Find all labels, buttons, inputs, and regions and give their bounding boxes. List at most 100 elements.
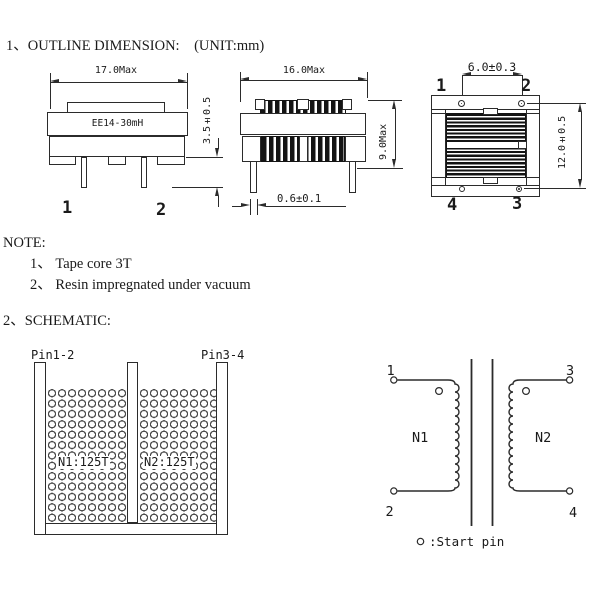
arrow-right-icon: [358, 77, 367, 82]
bobbin-center-divider: [299, 136, 308, 162]
dimension-line: [395, 109, 396, 160]
arrow-up-icon: [578, 103, 583, 112]
side-height-dimension: 9.0Max: [378, 123, 389, 160]
pin-diameter-dimension: 0.6±0.1: [277, 193, 322, 205]
bobbin-base: [45, 523, 217, 535]
pin-number: 3: [512, 194, 523, 214]
arrow-down-icon: [215, 148, 220, 157]
extension-line: [250, 199, 251, 215]
pin-seat-block: [242, 136, 261, 162]
bobbin-center-tab: [297, 99, 309, 110]
winding2-turns-label: N2:125T: [143, 455, 196, 470]
bobbin-notch: [518, 141, 527, 149]
extension-line: [462, 75, 463, 98]
pin: [250, 161, 257, 193]
pin-number: 4: [447, 195, 458, 215]
dimension-line: [240, 80, 367, 81]
extension-line: [527, 103, 586, 104]
pin: [349, 161, 356, 193]
pin-number: 2: [521, 76, 532, 96]
bobbin-wall-right: [216, 362, 228, 535]
dimension-line: [266, 206, 346, 207]
extension-line: [240, 72, 241, 102]
side-width-dimension: 16.0Max: [282, 65, 326, 76]
bobbin-tab: [255, 99, 265, 110]
arrow-right-icon: [178, 79, 187, 84]
bobbin-wall-left: [34, 362, 46, 535]
arrow-right-icon: [513, 72, 522, 77]
extension-line: [367, 72, 368, 98]
side-flange-line: [526, 177, 540, 178]
side-flange-line: [526, 113, 540, 114]
arrow-up-icon: [215, 187, 220, 196]
pin-number: 1: [436, 76, 447, 96]
row-pitch-dimension: 12.0±0.5: [557, 115, 568, 169]
arrow-left-icon: [240, 77, 249, 82]
terminal-number: 2: [386, 504, 394, 520]
side-flange-line: [431, 113, 445, 114]
bobbin-tab: [483, 108, 498, 115]
base-foot: [157, 156, 185, 165]
outline-section-title: 1、OUTLINE DIMENSION: (UNIT:mm): [6, 38, 265, 54]
winding1-turns-label: N1:125T: [57, 455, 110, 470]
winding2-coil: [508, 379, 566, 492]
arrow-down-icon: [578, 179, 583, 188]
note-item: 1、 Tape core 3T: [30, 256, 132, 272]
note-item: 2、 Resin impregnated under vacuum: [30, 277, 251, 293]
circuit-schematic: 1 2 3 4 N1 N2 :Start pin: [386, 359, 577, 549]
extension-line: [524, 188, 586, 189]
start-pin-icon: [435, 387, 444, 396]
terminal-circle: [565, 487, 574, 495]
pin: [81, 157, 87, 188]
terminal-number: 1: [387, 363, 395, 379]
arrow-left-icon: [50, 79, 59, 84]
base-foot: [108, 156, 126, 165]
extension-line: [357, 168, 403, 169]
pin-hole: [516, 186, 522, 192]
terminal-number: 4: [569, 505, 577, 521]
arrow-left-icon: [257, 203, 266, 208]
pin-hole: [459, 186, 465, 192]
side-flange-line: [431, 177, 445, 178]
body-lower-section: [49, 136, 185, 157]
winding2-name: N2: [535, 430, 551, 446]
terminal-circle: [390, 487, 398, 495]
pin-pitch-dimension: 6.0±0.3: [467, 60, 517, 74]
dimension-line: [232, 206, 241, 207]
pin-seat-block: [345, 136, 366, 162]
terminal-circle: [390, 376, 398, 384]
schematic-section-title: 2、SCHEMATIC:: [3, 313, 111, 329]
base-foot: [49, 156, 76, 165]
start-pin-icon: [521, 387, 530, 396]
note-label: NOTE:: [3, 235, 46, 251]
arrow-left-icon: [462, 72, 471, 77]
extension-line: [368, 100, 402, 101]
pin-number: 1: [62, 198, 73, 218]
pin-hole: [458, 100, 465, 107]
arrow-down-icon: [392, 159, 397, 168]
front-width-dimension: 17.0Max: [94, 65, 138, 76]
legend-start-pin-icon: [416, 537, 425, 546]
bobbin-flange-plate: [240, 113, 366, 135]
body-part-label: EE14-30mH: [91, 118, 144, 130]
dimension-line: [50, 82, 187, 83]
dimension-line: [218, 196, 219, 207]
winding-wires-n1: [47, 388, 127, 523]
extension-line: [186, 157, 223, 158]
winding1-name: N1: [412, 430, 428, 446]
winding-wires-n2: [139, 388, 217, 523]
terminal-circle: [565, 376, 574, 384]
side-flange-line: [445, 109, 446, 185]
pin-number: 2: [156, 200, 167, 220]
extension-line: [50, 73, 51, 109]
right-pins-label: Pin3-4: [201, 348, 245, 362]
extension-line: [522, 75, 523, 98]
pin-hole: [518, 100, 525, 107]
arrow-right-icon: [241, 203, 250, 208]
left-pins-label: Pin1-2: [31, 348, 75, 362]
pin: [141, 157, 147, 188]
dimension-line: [462, 75, 522, 76]
dimension-line: [581, 112, 582, 180]
bobbin-tab: [483, 177, 498, 184]
